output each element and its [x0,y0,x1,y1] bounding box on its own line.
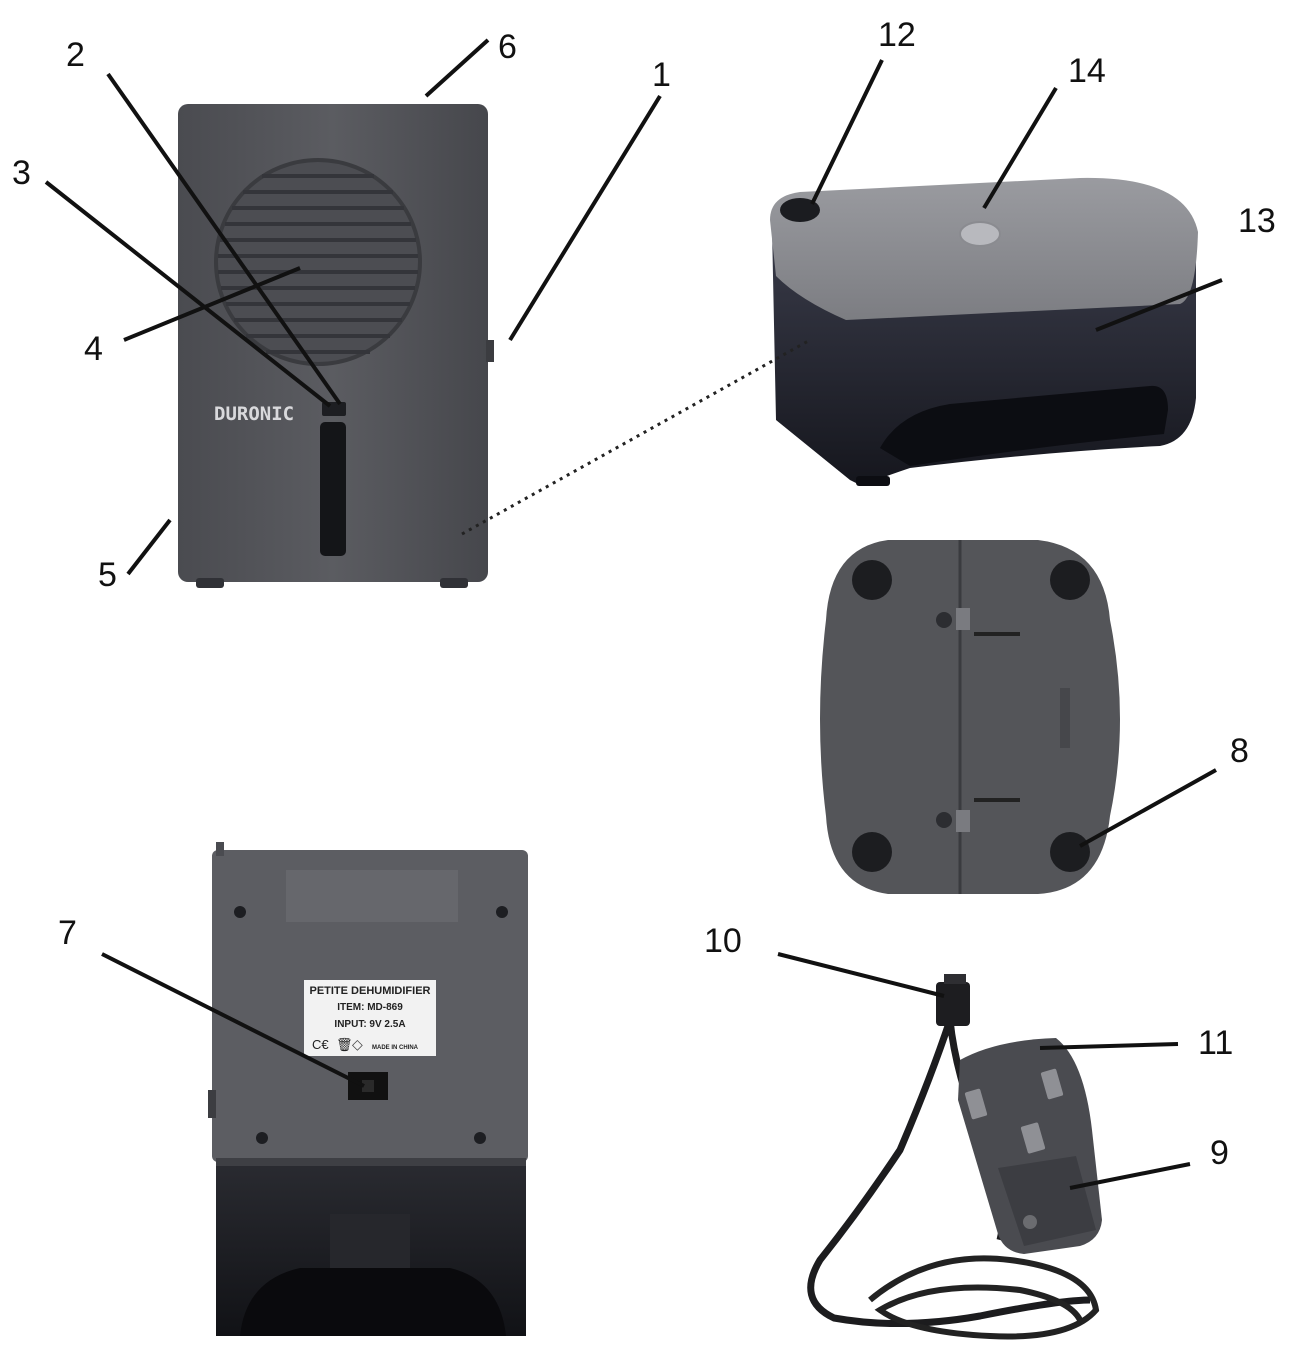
bottom-view [820,540,1120,894]
tank-foot-left [856,476,890,486]
tank-drain-cap [780,198,820,222]
screw-hole-top [936,612,952,628]
leader-11 [1039,1042,1179,1050]
callout-numbers: 1 2 3 4 5 6 7 8 9 10 11 12 13 14 [12,16,1276,1172]
callout-6: 6 [498,28,517,66]
dc-plug [936,982,970,1026]
front-view: DURONIC [178,104,494,588]
rating-label-line-4: MADE IN CHINA [372,1045,419,1051]
tank-handle-recess [880,385,1168,466]
callout-9: 9 [1210,1134,1229,1172]
back-top-knob [216,842,224,856]
rating-label-line-3: INPUT: 9V 2.5A [334,1019,405,1030]
leader-3 [44,180,332,408]
callout-8: 8 [1230,732,1249,770]
ce-mark-icon: C€ [312,1037,329,1052]
back-tank-edge [216,1158,526,1166]
power-adapter-view [807,974,1102,1340]
callout-1: 1 [652,56,671,94]
back-tank-window [330,1214,410,1268]
callout-10: 10 [704,922,742,960]
leader-5 [126,518,172,576]
rubber-foot-1 [852,560,892,600]
rating-label: PETITE DEHUMIDIFIER ITEM: MD-869 INPUT: … [304,980,436,1056]
tank-lid [770,177,1198,320]
leader-6 [424,38,490,98]
back-screw-3 [256,1132,268,1144]
dc-plug-tip [944,974,966,984]
back-side-knob [208,1090,216,1118]
back-tank-handle [240,1268,506,1336]
plug-pin-right [1040,1068,1064,1100]
front-foot-left [196,578,224,588]
adapter-ce-mark [1023,1215,1037,1229]
water-tank-view [770,177,1198,486]
back-screw-2 [496,906,508,918]
callout-12: 12 [878,16,916,54]
front-side-knob [486,340,494,362]
back-view: PETITE DEHUMIDIFIER ITEM: MD-869 INPUT: … [208,842,528,1336]
front-foot-right [440,578,468,588]
callout-13: 13 [1238,202,1276,240]
callout-3: 3 [12,154,31,192]
water-level-window [320,422,346,556]
leader-12 [810,59,884,205]
callout-11: 11 [1198,1024,1233,1062]
callout-5: 5 [98,556,117,594]
rubber-foot-3 [852,832,892,872]
plug-pin-left [964,1088,988,1120]
callout-7: 7 [58,914,77,952]
leader-9 [1069,1162,1191,1190]
callout-2: 2 [66,36,85,74]
leader-7 [101,952,365,1088]
leader-2 [106,72,342,406]
leader-8 [1079,768,1217,848]
callout-14: 14 [1068,52,1106,90]
tank-float-button [959,221,1001,247]
weee-bin-icon: 🗑 [336,1037,353,1053]
leader-4 [123,266,301,342]
brand-logo: DURONIC [214,403,294,425]
certification-diamond-icon: ◇ [352,1037,363,1053]
clip-bottom [956,810,970,832]
leader-10 [777,952,945,998]
back-screw-1 [234,906,246,918]
dc-socket-pin [362,1080,374,1092]
callout-4: 4 [84,330,103,368]
leader-13 [1095,278,1223,332]
tank-connector-dotted [461,338,811,536]
back-vent-recess [286,870,458,922]
rubber-foot-2 [1050,560,1090,600]
rating-label-line-1: PETITE DEHUMIDIFIER [309,985,430,997]
adapter-face [998,1156,1096,1246]
air-inlet-grille [214,158,422,366]
rubber-foot-4 [1050,832,1090,872]
bottom-base [820,540,1120,894]
leader-14 [982,86,1058,210]
leader-lines [44,38,1223,1190]
rating-label-line-2: ITEM: MD-869 [337,1002,403,1013]
screw-hole-bottom [936,812,952,828]
plug-pin-earth [1020,1122,1046,1154]
back-screw-4 [474,1132,486,1144]
leader-1 [508,94,662,342]
bottom-vent-slot [1060,688,1070,748]
coiled-cable [868,1255,1100,1340]
clip-top [956,608,970,630]
